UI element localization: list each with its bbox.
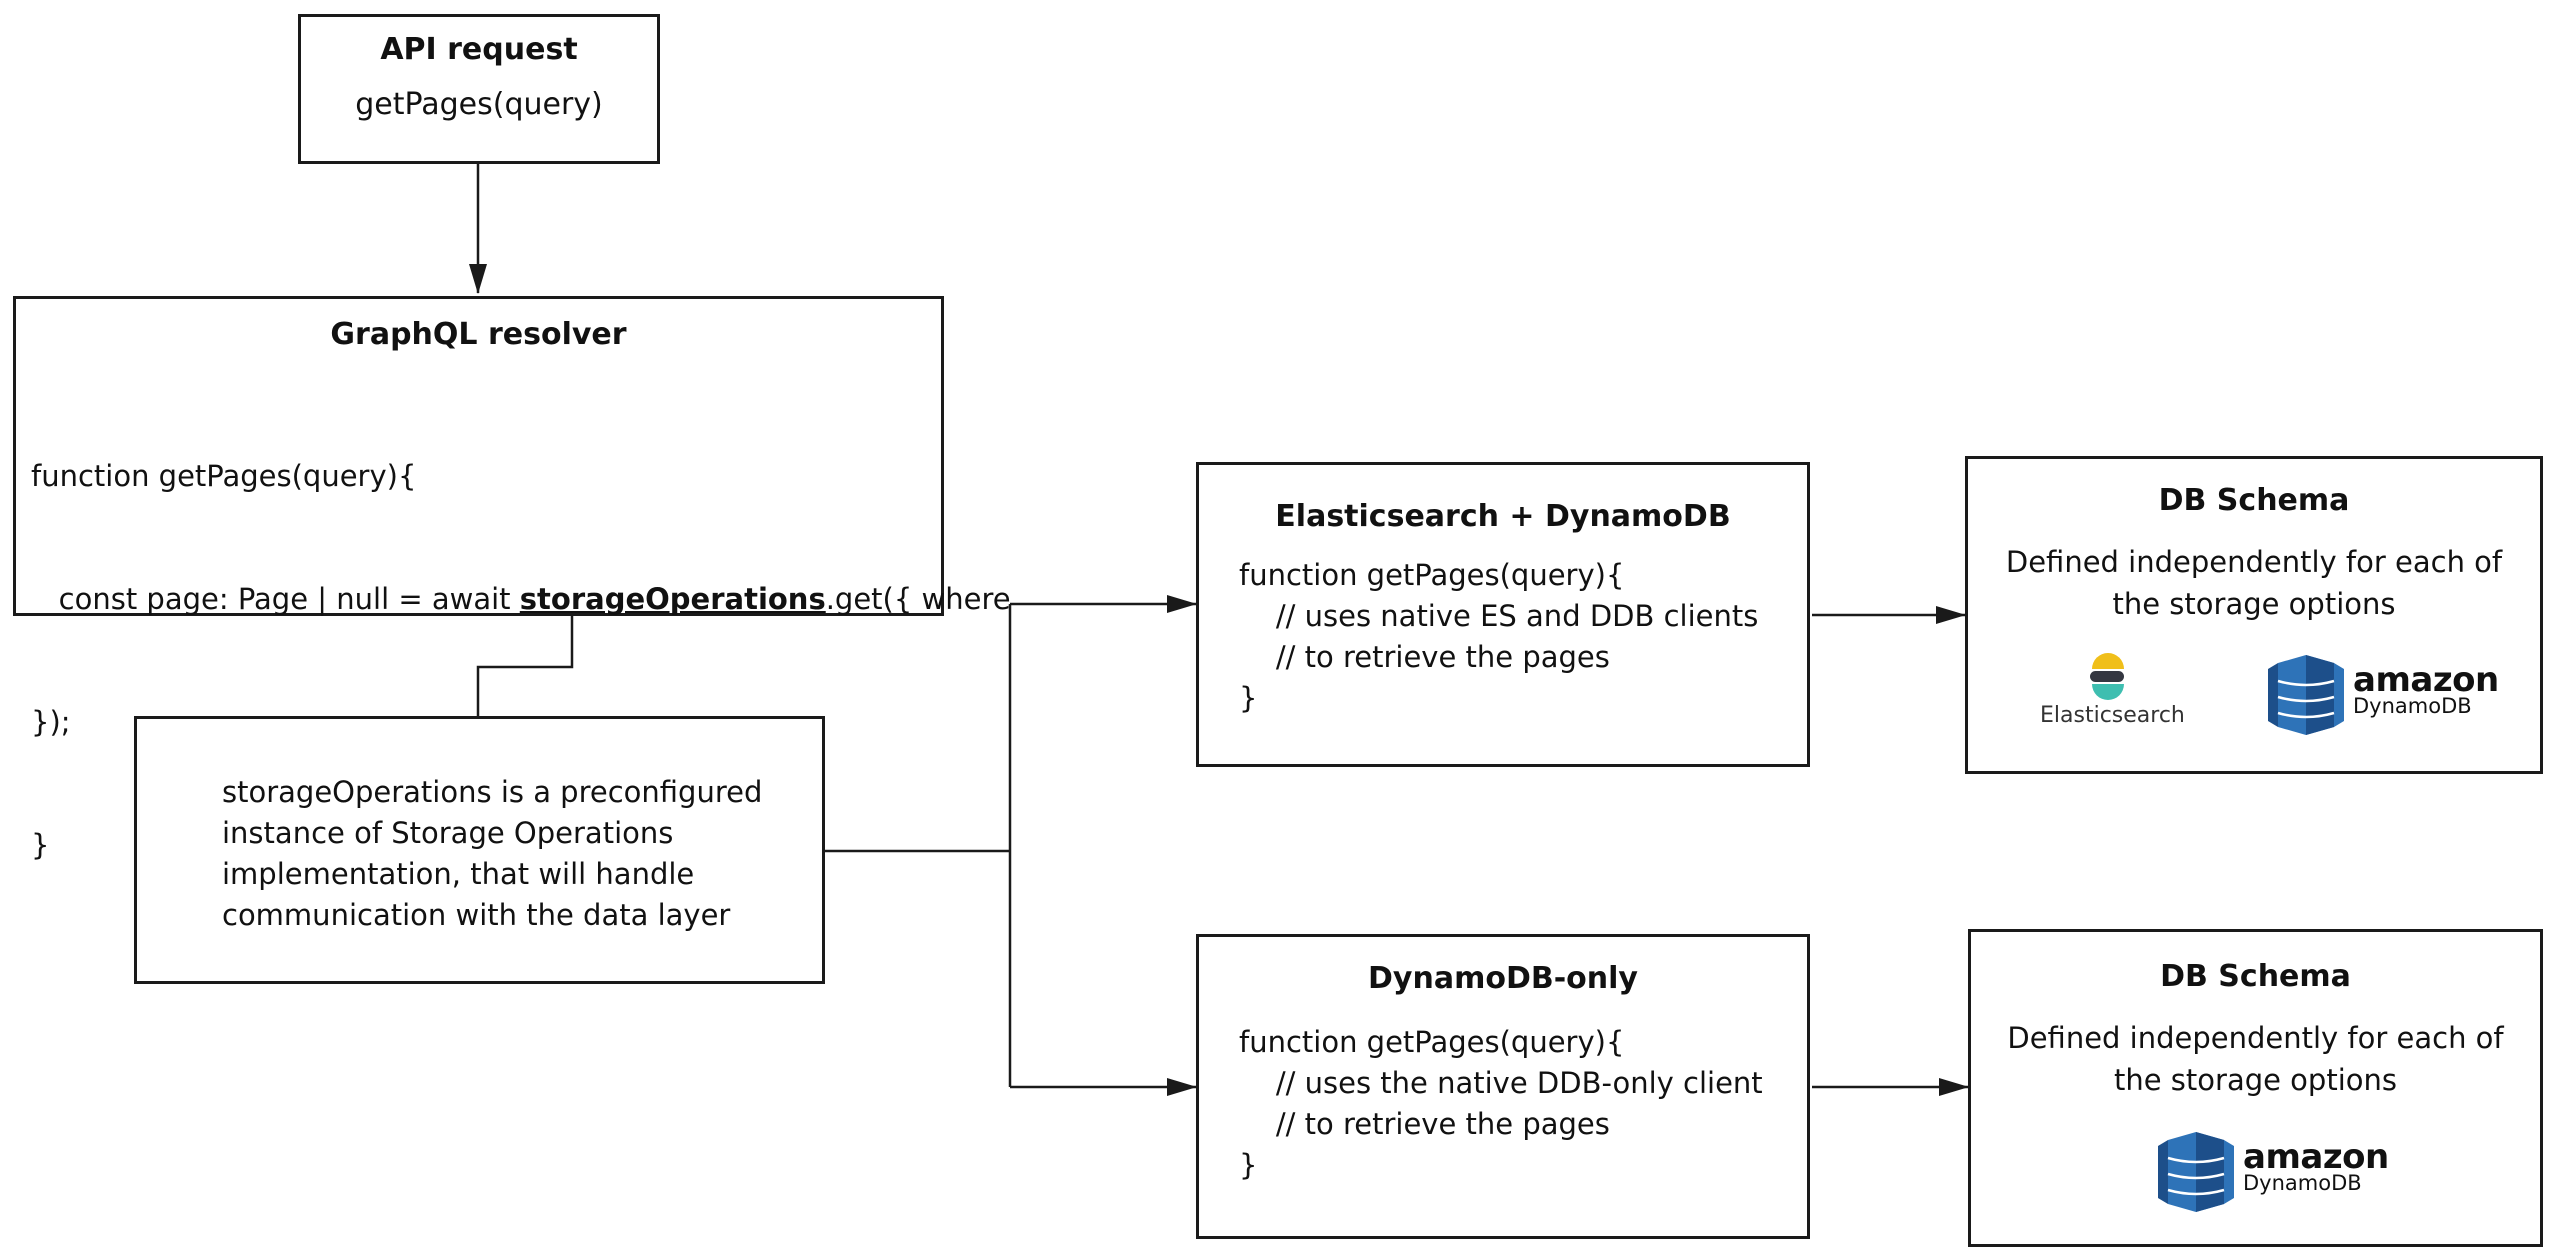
- db-schema-box-top: DB Schema Defined independently for each…: [1965, 456, 2543, 774]
- elasticsearch-label: Elasticsearch: [2040, 703, 2185, 728]
- elasticsearch-icon: [2090, 653, 2124, 700]
- resolver-code-line-2-suffix: .get({ where: [825, 582, 1011, 616]
- amazon-word: amazon: [2243, 1137, 2389, 1177]
- graphql-resolver-title: GraphQL resolver: [330, 317, 627, 352]
- dynamodb-wordmark-bottom: amazon DynamoDB: [2243, 1137, 2389, 1195]
- ddb-only-title: DynamoDB-only: [1368, 961, 1638, 996]
- db-schema-title-bottom: DB Schema: [2160, 959, 2351, 994]
- resolver-code: function getPages(query){ const page: Pa…: [31, 374, 1011, 948]
- dynamodb-wordmark-top: amazon DynamoDB: [2353, 660, 2499, 718]
- dynamodb-icon: [2158, 1132, 2234, 1212]
- api-request-subtitle: getPages(query): [355, 87, 603, 122]
- resolver-code-line-3: });: [31, 705, 71, 739]
- es-ddb-implementation-box: Elasticsearch + DynamoDB function getPag…: [1196, 462, 1810, 767]
- graphql-resolver-box: GraphQL resolver function getPages(query…: [13, 296, 1011, 862]
- db-schema-description-top: Defined independently for each of the st…: [2005, 545, 2503, 621]
- resolver-code-line-1: function getPages(query){: [31, 459, 417, 493]
- storage-operations-note-text: storageOperations is a preconfigured ins…: [222, 775, 763, 932]
- es-ddb-title: Elasticsearch + DynamoDB: [1275, 499, 1731, 534]
- resolver-code-line-2: const page: Page | null = await storageO…: [31, 579, 1011, 620]
- dynamodb-icon: [2268, 655, 2344, 735]
- elasticsearch-logo: Elasticsearch: [2028, 653, 2188, 733]
- resolver-code-line-4: }: [31, 828, 50, 862]
- resolver-code-line-2-prefix: const page: Page | null = await: [31, 582, 520, 616]
- dynamodb-logo-top: amazon DynamoDB: [2268, 655, 2499, 735]
- api-request-title: API request: [380, 32, 578, 67]
- ddb-only-implementation-box: DynamoDB-only function getPages(query){ …: [1196, 934, 1810, 1239]
- db-schema-title-top: DB Schema: [2158, 483, 2350, 518]
- api-request-box: API request getPages(query): [298, 14, 660, 164]
- dynamodb-word: DynamoDB: [2353, 694, 2472, 718]
- dynamodb-word: DynamoDB: [2243, 1171, 2362, 1195]
- ddb-only-code: function getPages(query){ // uses the na…: [1239, 1025, 1763, 1182]
- amazon-word: amazon: [2353, 660, 2499, 700]
- storage-operations-note-box: storageOperations is a preconfigured ins…: [134, 716, 825, 984]
- es-ddb-code: function getPages(query){ // uses native…: [1239, 558, 1759, 715]
- db-schema-box-bottom: DB Schema Defined independently for each…: [1968, 929, 2543, 1247]
- dynamodb-logo-bottom: amazon DynamoDB: [2158, 1132, 2389, 1212]
- storage-operations-link: storageOperations: [519, 582, 826, 616]
- db-schema-description-bottom: Defined independently for each of the st…: [2007, 1021, 2504, 1097]
